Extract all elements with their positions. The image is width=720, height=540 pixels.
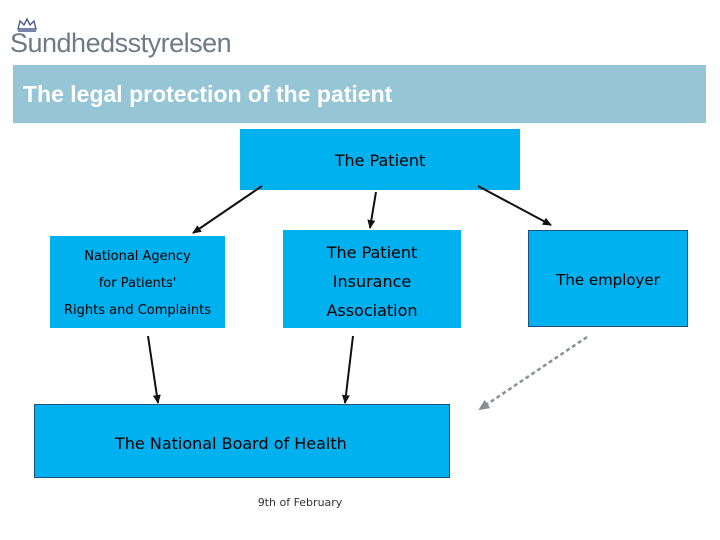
node-insurance-line-3: Association	[326, 301, 418, 320]
footer-date: 9th of February	[257, 496, 343, 509]
logo-text: Sundhedsstyrelsen	[10, 28, 232, 58]
node-agency: National Agency for Patients' Rights and…	[50, 236, 225, 328]
node-insurance-line-1: The Patient	[326, 243, 418, 262]
arrow-patient-to-employer	[477, 185, 552, 226]
node-agency-line-3: Rights and Complaints	[64, 303, 211, 318]
title-bar: The legal protection of the patient	[13, 65, 706, 123]
node-insurance-line-2: Insurance	[332, 272, 412, 291]
node-patient-label: The Patient	[334, 151, 426, 170]
node-insurance: The Patient Insurance Association	[283, 230, 461, 328]
page-title: The legal protection of the patient	[23, 81, 393, 107]
node-agency-line-2: for Patients'	[98, 276, 177, 291]
node-employer: The employer	[528, 230, 688, 327]
node-board-label: The National Board of Health	[115, 434, 347, 453]
crown-icon	[17, 17, 37, 32]
node-agency-line-1: National Agency	[84, 249, 191, 264]
arrow-patient-to-agency	[192, 185, 263, 234]
node-patient: The Patient	[240, 129, 520, 190]
dashed-arrow-employer-to-board	[478, 335, 588, 411]
arrow-patient-to-insurance	[367, 191, 377, 229]
arrow-agency-to-board	[147, 335, 161, 404]
node-board: The National Board of Health	[34, 404, 450, 478]
arrow-insurance-to-board	[341, 335, 354, 404]
node-employer-label: The employer	[556, 271, 660, 289]
